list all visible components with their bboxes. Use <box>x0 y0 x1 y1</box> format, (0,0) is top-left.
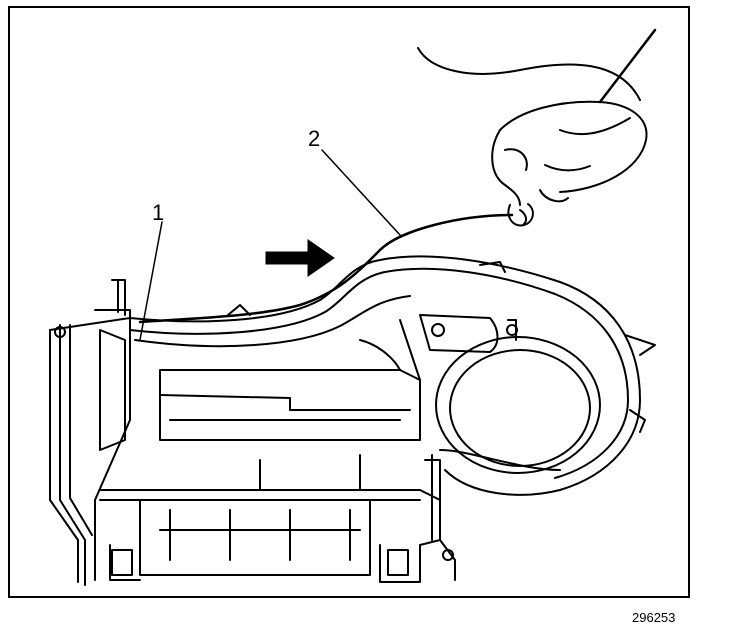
hand-icon <box>417 28 657 227</box>
figure-number: 296253 <box>632 610 676 625</box>
callout-2: 2 <box>308 126 321 151</box>
wire <box>138 213 514 324</box>
direction-arrow-icon <box>265 239 335 277</box>
callout-1: 1 <box>152 200 165 225</box>
